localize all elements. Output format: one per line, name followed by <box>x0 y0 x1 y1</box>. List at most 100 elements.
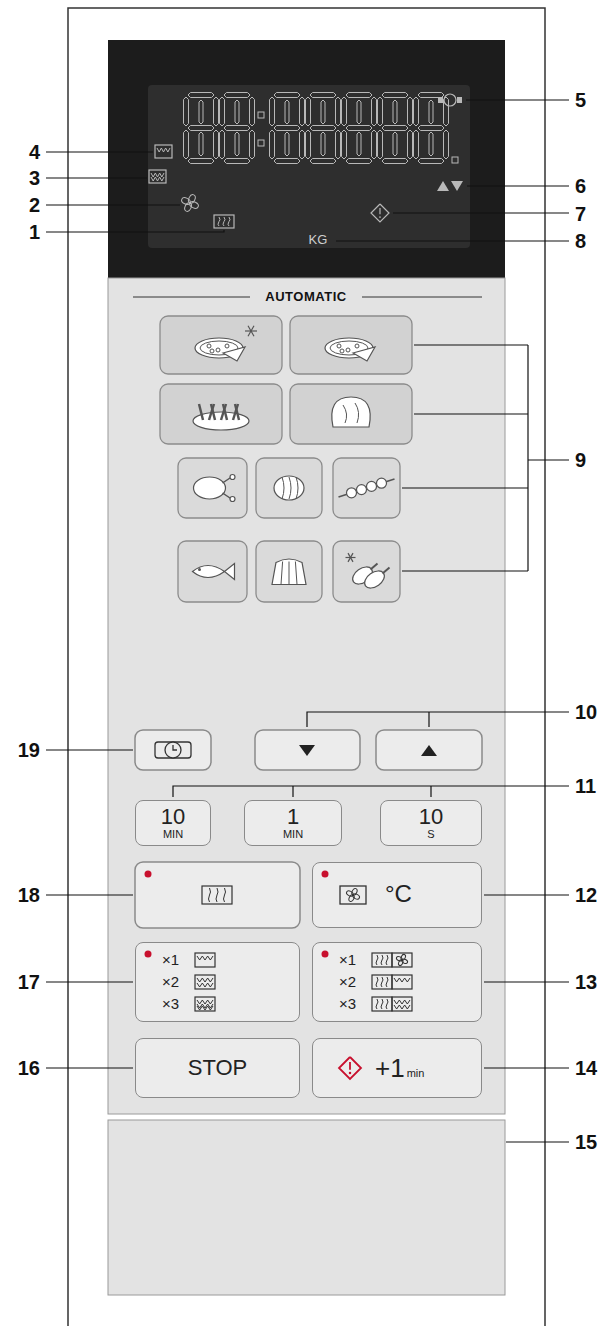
grill-button <box>135 862 300 928</box>
display-segment <box>199 132 203 156</box>
button: STOP <box>135 1038 300 1098</box>
leader-line <box>46 894 133 895</box>
button-face <box>312 942 482 1022</box>
food-icon <box>225 564 235 580</box>
leader-line <box>484 894 569 895</box>
button-face <box>380 800 482 846</box>
display-screen <box>148 85 470 248</box>
combi-icon <box>392 975 412 989</box>
button-label: 10 <box>161 806 185 828</box>
display-segment <box>408 97 413 126</box>
display-segment <box>184 130 189 159</box>
display-segment <box>300 130 305 159</box>
heating-element <box>394 1005 410 1009</box>
display-segment <box>414 130 419 159</box>
microwave-wave <box>386 999 388 1009</box>
display-unit: KG <box>309 233 328 248</box>
food-icon <box>211 404 215 420</box>
microwave-wave <box>376 955 378 965</box>
display-segment <box>306 97 311 126</box>
display-segment <box>220 97 225 126</box>
button: °C <box>312 862 482 928</box>
button-face <box>135 1038 300 1098</box>
food-icon <box>235 404 239 420</box>
food-icon <box>353 347 375 361</box>
fan-blade <box>396 956 403 962</box>
food-icon <box>230 475 235 480</box>
grill-icon <box>195 975 215 989</box>
microwave-wave <box>209 888 211 902</box>
display-segment <box>372 97 377 126</box>
food-icon <box>347 488 357 498</box>
start-symbol-mark <box>349 1062 351 1070</box>
display-segment <box>310 93 336 98</box>
display-segment <box>285 132 289 156</box>
microwave-wave <box>376 999 378 1009</box>
food-icon <box>281 562 283 585</box>
microwave-wave <box>381 999 383 1009</box>
auto-program-button <box>160 316 282 374</box>
display-segment <box>224 93 250 98</box>
callout-number: 8 <box>575 230 586 253</box>
food-icon <box>340 349 344 353</box>
display-segment <box>321 100 325 124</box>
display-segment <box>346 93 372 98</box>
callout-number: 7 <box>575 203 586 226</box>
button-face <box>135 800 211 846</box>
microwave-wave <box>381 955 383 965</box>
auto-program-button <box>290 384 412 444</box>
display-segment <box>285 100 289 124</box>
leader-line <box>466 99 569 100</box>
display-segment <box>336 130 341 159</box>
food-icon <box>223 347 245 361</box>
callout-number: 15 <box>575 1131 597 1154</box>
food-icon <box>339 479 395 497</box>
microwave-wave <box>386 977 388 987</box>
display-segment <box>357 132 361 156</box>
leader-layer <box>46 100 569 1142</box>
display-segment <box>393 100 397 124</box>
button-face <box>312 862 482 928</box>
display-segment <box>418 159 444 164</box>
microwave-wave <box>381 977 383 987</box>
leader-line <box>414 413 528 414</box>
food-icon <box>355 403 359 423</box>
food-icon <box>194 477 226 499</box>
leader-line <box>46 749 133 750</box>
callout-number: 13 <box>575 971 597 994</box>
start-symbol <box>339 1057 361 1079</box>
display-segment <box>357 100 361 124</box>
heating-element <box>394 1000 410 1004</box>
callout-number: 11 <box>575 775 596 798</box>
start-symbol-mark <box>379 208 380 214</box>
display-segment <box>188 126 214 131</box>
microwave-wave <box>216 888 218 902</box>
button: ×1×2×3 <box>312 942 482 1022</box>
display-segment <box>250 97 255 126</box>
leader-line <box>467 185 569 186</box>
food-icon <box>337 344 341 348</box>
button-label: ×2 <box>339 971 356 993</box>
leader-line <box>46 230 224 232</box>
display-segment <box>418 126 444 131</box>
display-segment <box>250 130 255 159</box>
grill-icon <box>195 953 215 967</box>
timer-icon <box>444 94 456 106</box>
heating-element <box>197 1004 213 1008</box>
timer-icon <box>438 97 443 103</box>
callout-number: 18 <box>18 884 40 907</box>
auto-program-button <box>290 316 412 374</box>
display-segment <box>270 130 275 159</box>
leader-line <box>46 204 180 205</box>
display-segment <box>444 130 449 159</box>
food-icon <box>216 348 220 352</box>
food-icon <box>272 559 306 585</box>
base-layer <box>68 8 545 1326</box>
button-label: min <box>407 1067 425 1080</box>
grill-icon <box>149 170 166 183</box>
auto-program-button <box>256 541 322 602</box>
display-segment <box>300 97 305 126</box>
button-label: 1 <box>287 806 299 828</box>
